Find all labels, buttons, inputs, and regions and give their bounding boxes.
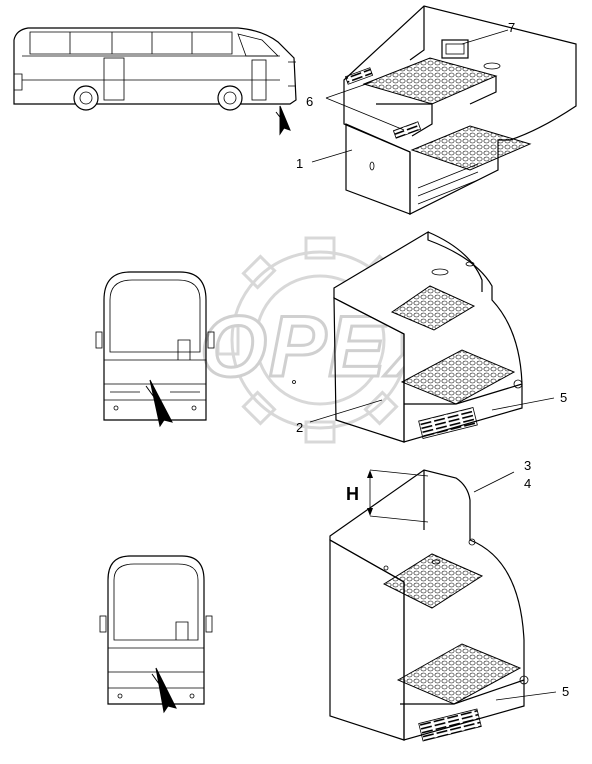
callout-5-upper: 5 bbox=[560, 390, 567, 405]
leader-lines bbox=[309, 29, 557, 701]
bus-front-view-2 bbox=[99, 555, 213, 714]
callout-4: 4 bbox=[524, 476, 531, 491]
step-assembly-3 bbox=[329, 469, 529, 742]
callout-3: 3 bbox=[524, 458, 531, 473]
callout-1: 1 bbox=[296, 156, 303, 171]
callout-6: 6 bbox=[306, 94, 313, 109]
bus-front-view-1 bbox=[95, 271, 215, 428]
step-assembly-1 bbox=[343, 5, 577, 215]
callout-7: 7 bbox=[508, 20, 515, 35]
callout-2: 2 bbox=[296, 420, 303, 435]
step-assembly-2 bbox=[292, 230, 523, 443]
height-dimension: H bbox=[346, 469, 429, 523]
dimension-label: H bbox=[346, 484, 359, 504]
arrow-icon bbox=[151, 667, 177, 714]
callout-5-lower: 5 bbox=[562, 684, 569, 699]
arrow-icon bbox=[145, 379, 173, 428]
arrow-icon bbox=[275, 105, 291, 136]
bus-side-view bbox=[13, 27, 297, 136]
